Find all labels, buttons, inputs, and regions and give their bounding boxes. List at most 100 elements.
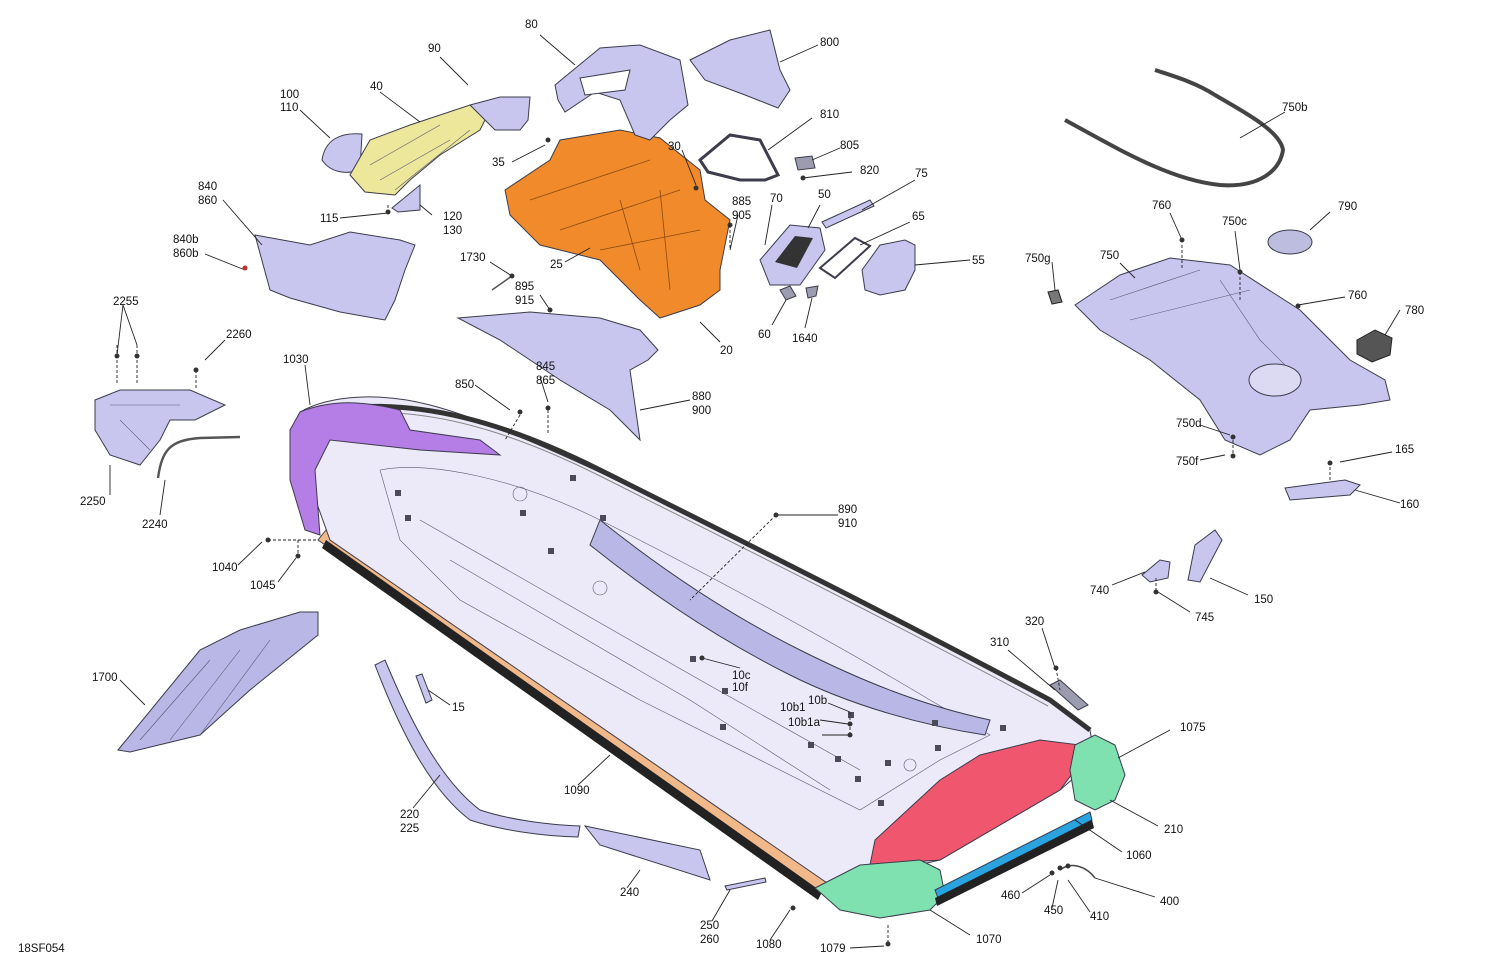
label-210: 210 — [1164, 824, 1183, 836]
part-40-detail — [369, 124, 471, 191]
label-10c: 10c — [732, 670, 751, 682]
part-805-latch — [794, 155, 816, 171]
part-160-bracket — [1284, 479, 1361, 501]
part-90-lid — [469, 96, 531, 131]
label-250: 250 — [700, 920, 719, 932]
label-1730: 1730 — [460, 252, 486, 264]
label-15: 15 — [452, 702, 465, 714]
label-915: 915 — [515, 295, 534, 307]
leader-lines — [109, 34, 1401, 949]
label-800: 800 — [820, 37, 839, 49]
rub-rail-left — [322, 540, 822, 900]
label-750b: 750b — [1282, 102, 1308, 114]
part-750-fill-port — [1248, 363, 1302, 397]
label-2240: 2240 — [142, 519, 168, 531]
label-865: 865 — [536, 375, 555, 387]
label-1060: 1060 — [1126, 850, 1152, 862]
part-750g-clip — [1047, 289, 1063, 305]
bow-bumper — [289, 402, 502, 536]
label-880: 880 — [692, 391, 711, 403]
part-400-cable — [1059, 864, 1096, 879]
part-80-dash — [554, 44, 689, 141]
label-70: 70 — [770, 193, 783, 205]
label-750f: 750f — [1176, 456, 1199, 468]
label-25: 25 — [550, 259, 563, 271]
part-880-panel — [456, 311, 659, 442]
part-1640-bolt — [805, 285, 819, 299]
label-850: 850 — [455, 379, 474, 391]
label-2255: 2255 — [113, 296, 139, 308]
label-905: 905 — [732, 210, 751, 222]
label-310: 310 — [990, 637, 1009, 649]
deck-drain-3 — [903, 758, 917, 772]
part-750-tray — [1074, 257, 1391, 456]
label-890: 890 — [838, 504, 857, 516]
label-845: 845 — [536, 361, 555, 373]
callout-labels: 80 90 800 100 110 40 810 35 30 805 820 7… — [18, 19, 1424, 955]
label-35: 35 — [492, 157, 505, 169]
drawing-id: 18SF054 — [18, 943, 65, 955]
part-1700-detail — [139, 639, 271, 741]
label-1030: 1030 — [283, 354, 309, 366]
part-750b-seal — [1064, 68, 1286, 188]
label-20: 20 — [720, 345, 733, 357]
label-50: 50 — [818, 189, 831, 201]
label-860: 860 — [198, 195, 217, 207]
part-740-tab — [1141, 559, 1171, 583]
part-60-knob — [779, 285, 797, 301]
label-220: 220 — [400, 809, 419, 821]
stern-platform-mat — [869, 739, 1081, 866]
label-10f: 10f — [732, 682, 749, 694]
label-110: 110 — [280, 102, 298, 114]
label-1079: 1079 — [820, 943, 846, 955]
part-75-strip — [821, 199, 875, 229]
label-810: 810 — [820, 109, 839, 121]
label-225: 225 — [400, 823, 419, 835]
label-260: 260 — [700, 934, 719, 946]
label-805: 805 — [840, 140, 859, 152]
stern-rail-black — [935, 820, 1094, 906]
label-780: 780 — [1405, 305, 1424, 317]
part-250-strip — [724, 877, 767, 891]
label-885: 885 — [732, 196, 751, 208]
label-910: 910 — [838, 518, 857, 530]
part-2250-bracket — [94, 389, 227, 466]
part-40-storage — [349, 104, 491, 196]
part-65-gasket — [818, 236, 872, 280]
label-60: 60 — [758, 329, 771, 341]
part-2240-cable — [156, 435, 241, 479]
label-55: 55 — [972, 255, 985, 267]
label-65: 65 — [912, 211, 925, 223]
label-750c: 750c — [1222, 216, 1247, 228]
label-450: 450 — [1044, 905, 1063, 917]
part-1700-panel — [117, 611, 319, 753]
gunwale-rail — [339, 403, 1092, 732]
label-895: 895 — [515, 281, 534, 293]
label-100: 100 — [280, 89, 299, 101]
label-1075: 1075 — [1180, 722, 1206, 734]
label-760-top: 760 — [1152, 200, 1171, 212]
part-50-screen — [775, 236, 813, 268]
label-120: 120 — [443, 211, 462, 223]
label-1640: 1640 — [792, 333, 818, 345]
label-1080: 1080 — [756, 939, 782, 951]
part-15-tab — [415, 673, 433, 704]
deck-drain-2 — [592, 580, 608, 596]
label-150: 150 — [1254, 594, 1273, 606]
label-80: 80 — [525, 19, 538, 31]
label-820: 820 — [860, 165, 879, 177]
part-800-cover — [689, 29, 791, 109]
part-80-window — [579, 69, 631, 96]
deck-clips — [395, 475, 1006, 806]
stern-corner-right — [1069, 734, 1126, 811]
part-120-plate — [391, 183, 421, 213]
label-1045: 1045 — [250, 580, 276, 592]
part-20-detail — [529, 159, 701, 291]
label-860b: 860b — [173, 248, 199, 260]
label-790: 790 — [1338, 201, 1357, 213]
part-840-panel — [254, 231, 416, 321]
label-160: 160 — [1400, 499, 1419, 511]
part-55-module — [861, 239, 916, 296]
part-20-console-frame — [504, 129, 731, 319]
